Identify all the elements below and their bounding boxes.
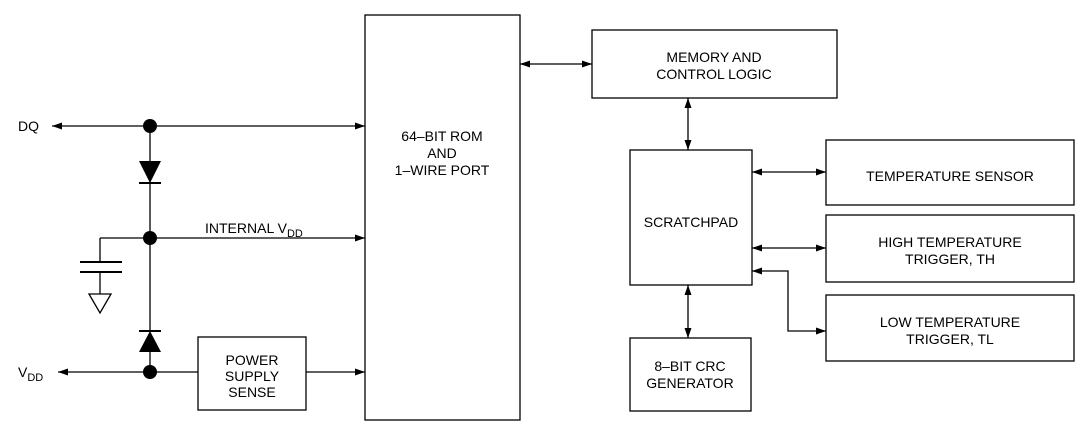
rom-line-3: 1–WIRE PORT bbox=[395, 162, 490, 178]
low-trigger-block: LOW TEMPERATURE TRIGGER, TL bbox=[825, 294, 1075, 362]
memory-control-block: MEMORY AND CONTROL LOGIC bbox=[591, 29, 838, 99]
lower-diode-icon bbox=[139, 330, 161, 352]
power-line-1: POWER bbox=[226, 352, 279, 368]
temperature-sensor-block: TEMPERATURE SENSOR bbox=[825, 139, 1075, 206]
rom-line-2: AND bbox=[427, 145, 457, 161]
upper-diode-icon bbox=[139, 161, 161, 184]
crc-line-1: 8–BIT CRC bbox=[654, 358, 725, 374]
low-trigger-line-1: LOW TEMPERATURE bbox=[880, 314, 1020, 330]
high-trigger-line-2: TRIGGER, TH bbox=[905, 251, 995, 267]
low-trigger-line-2: TRIGGER, TL bbox=[906, 331, 994, 347]
vdd-label: VDD bbox=[18, 364, 43, 384]
high-trigger-block: HIGH TEMPERATURE TRIGGER, TH bbox=[825, 214, 1075, 283]
scratchpad-low-link bbox=[752, 267, 826, 335]
rom-block: 64–BIT ROM AND 1–WIRE PORT bbox=[364, 14, 521, 421]
power-line-3: SENSE bbox=[228, 384, 275, 400]
scratchpad-block: SCRATCHPAD bbox=[629, 149, 753, 286]
power-line-2: SUPPLY bbox=[225, 368, 280, 384]
memory-line-2: CONTROL LOGIC bbox=[656, 66, 771, 82]
scratchpad-label: SCRATCHPAD bbox=[644, 214, 738, 230]
power-supply-sense-block: POWER SUPPLY SENSE bbox=[197, 336, 307, 411]
dq-label: DQ bbox=[18, 118, 39, 134]
crc-generator-block: 8–BIT CRC GENERATOR bbox=[629, 337, 752, 412]
memory-line-1: MEMORY AND bbox=[666, 49, 761, 65]
internal-vdd-label: INTERNAL VDD bbox=[205, 220, 303, 240]
capacitor-ground-icon bbox=[80, 237, 150, 315]
temp-sensor-label: TEMPERATURE SENSOR bbox=[866, 168, 1034, 184]
high-trigger-line-1: HIGH TEMPERATURE bbox=[878, 234, 1021, 250]
crc-line-2: GENERATOR bbox=[646, 375, 733, 391]
rom-line-1: 64–BIT ROM bbox=[401, 128, 482, 144]
